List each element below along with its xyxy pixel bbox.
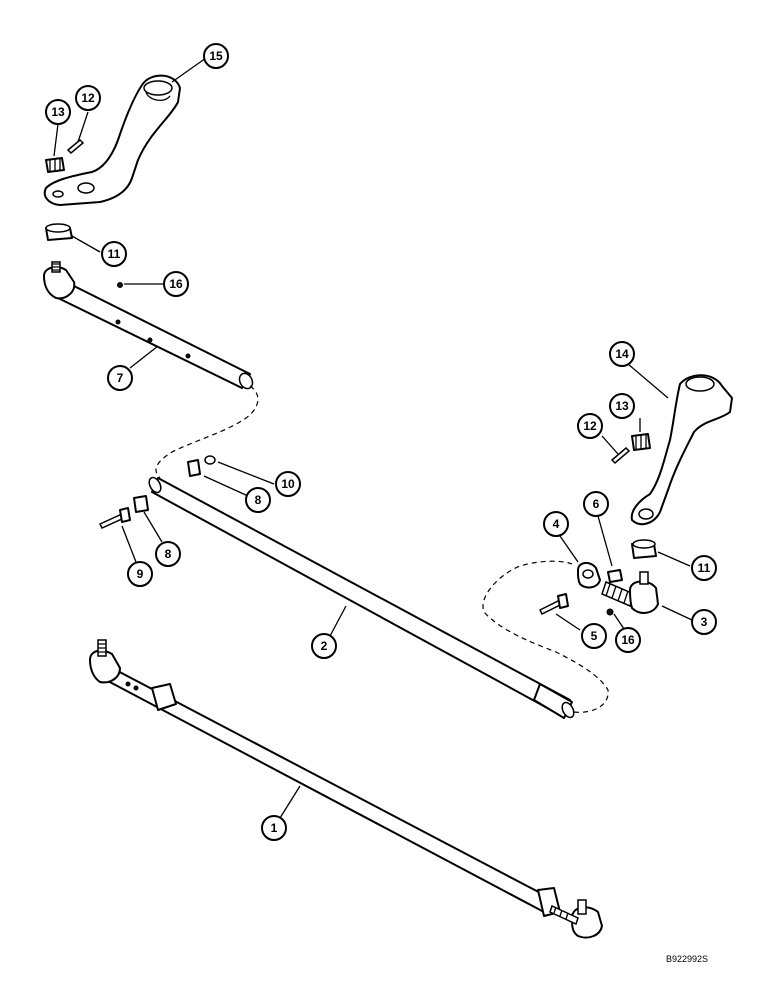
leader-7: [129, 345, 159, 369]
tie-rod-end-tube-left: [43, 261, 254, 390]
cotter-pin-left: [66, 138, 85, 155]
leader-12a: [77, 111, 89, 143]
svg-text:2: 2: [321, 639, 328, 653]
grease-fitting-right: [606, 608, 614, 616]
callout-15: 15: [203, 43, 229, 69]
callout-10: 10: [275, 471, 301, 497]
leader-12b: [601, 435, 619, 455]
leader-5: [555, 613, 581, 631]
svg-text:13: 13: [51, 105, 65, 119]
svg-text:14: 14: [615, 347, 629, 361]
callout-16-left: 16: [163, 271, 189, 297]
cross-tube: [148, 476, 575, 719]
castellated-nut-right: [631, 433, 651, 451]
dust-seal-right: [631, 539, 657, 559]
svg-text:6: 6: [593, 497, 600, 511]
tie-rod-end-right: [601, 571, 659, 614]
callout-12-left: 12: [75, 85, 101, 111]
leader-3: [661, 605, 693, 621]
callout-11-right: 11: [691, 555, 717, 581]
svg-text:16: 16: [621, 633, 635, 647]
leader-14: [627, 363, 669, 399]
clamp-bolt: [538, 593, 569, 616]
svg-text:12: 12: [583, 419, 597, 433]
callout-8-upper: 8: [245, 487, 271, 513]
steering-arm-right: [630, 374, 733, 526]
callout-12-right: 12: [577, 413, 603, 439]
leader-4: [559, 535, 579, 563]
callout-6: 6: [583, 491, 609, 517]
clamp: [577, 562, 601, 589]
leader-1: [279, 785, 301, 819]
square-nut-lower: [133, 495, 149, 513]
square-nut-upper: [187, 459, 201, 477]
hex-nut-small: [204, 455, 216, 465]
leader-8b: [143, 511, 163, 543]
svg-text:10: 10: [281, 477, 295, 491]
callout-11-left: 11: [101, 241, 127, 267]
cotter-pin-right: [610, 446, 631, 465]
leader-9: [121, 525, 137, 563]
svg-text:7: 7: [117, 371, 124, 385]
callout-14: 14: [609, 341, 635, 367]
leader-13a: [53, 123, 59, 157]
callout-3: 3: [691, 609, 717, 635]
svg-text:11: 11: [698, 561, 711, 575]
callout-13-left: 13: [45, 99, 71, 125]
reference-code: B922992S: [666, 954, 708, 964]
svg-text:15: 15: [209, 49, 223, 63]
bolt-left: [98, 507, 131, 529]
callout-7: 7: [107, 365, 133, 391]
leader-11b: [657, 551, 691, 567]
tie-rod-assembly: [89, 639, 603, 939]
callout-16-right: 16: [615, 627, 641, 653]
callout-5: 5: [581, 623, 607, 649]
dust-seal-left: [45, 223, 73, 241]
svg-text:9: 9: [137, 567, 144, 581]
leader-2: [329, 605, 347, 637]
leader-10: [217, 461, 275, 485]
leader-15: [171, 57, 207, 83]
svg-text:3: 3: [701, 615, 708, 629]
svg-text:12: 12: [81, 91, 95, 105]
leader-6: [597, 515, 613, 567]
dashed-connection-7-to-2: [155, 385, 259, 479]
svg-text:1: 1: [271, 821, 278, 835]
leader-11a: [71, 235, 101, 253]
svg-text:8: 8: [165, 547, 172, 561]
steering-arm-left: [43, 74, 181, 206]
callout-2: 2: [311, 633, 337, 659]
svg-text:4: 4: [553, 517, 560, 531]
svg-text:13: 13: [615, 399, 629, 413]
svg-text:16: 16: [169, 277, 183, 291]
svg-text:11: 11: [108, 247, 121, 261]
callout-8-lower: 8: [155, 541, 181, 567]
castellated-nut-left: [45, 157, 65, 173]
hex-nut-clamp: [607, 569, 623, 583]
callout-1: 1: [261, 815, 287, 841]
leader-8a: [203, 475, 249, 497]
callout-13-right: 13: [609, 393, 635, 419]
dashed-connection-2-to-clamp: [482, 560, 609, 713]
callout-4: 4: [543, 511, 569, 537]
callout-9: 9: [127, 561, 153, 587]
svg-text:8: 8: [255, 493, 262, 507]
svg-text:5: 5: [591, 629, 598, 643]
